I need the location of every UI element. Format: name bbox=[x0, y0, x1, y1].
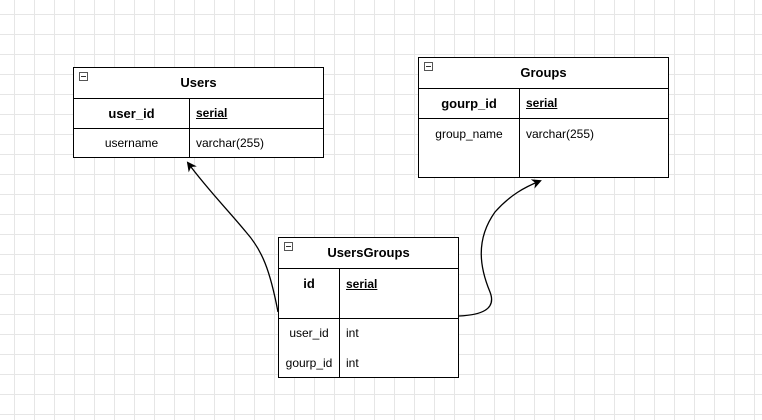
users-table-title: Users bbox=[180, 75, 217, 90]
usersgroups-pk-row[interactable]: id serial bbox=[279, 269, 458, 319]
groups-pk-row[interactable]: gourp_id serial bbox=[419, 89, 668, 119]
usersgroups-pk-name: id bbox=[279, 269, 340, 318]
usersgroups-field-types: int int bbox=[340, 319, 458, 378]
usersgroups-field-names: user_id gourp_id bbox=[279, 319, 340, 378]
users-pk-name: user_id bbox=[74, 99, 190, 128]
users-pk-type: serial bbox=[196, 106, 228, 120]
usersgroups-pk-type: serial bbox=[346, 277, 378, 291]
relation-usersgroups-to-users[interactable] bbox=[186, 161, 279, 313]
usersgroups-field-type-user-id: int bbox=[346, 326, 359, 340]
groups-table[interactable]: Groups gourp_id serial group_name varcha… bbox=[418, 57, 669, 178]
users-field-type: varchar(255) bbox=[196, 136, 265, 150]
usersgroups-table-title: UsersGroups bbox=[327, 245, 410, 260]
groups-field-type: varchar(255) bbox=[526, 127, 595, 141]
groups-table-header[interactable]: Groups bbox=[419, 58, 668, 89]
usersgroups-field-name-gourp-id: gourp_id bbox=[285, 356, 333, 370]
relation-usersgroups-to-groups[interactable] bbox=[458, 179, 542, 317]
groups-field-name: group_name bbox=[419, 119, 520, 178]
groups-pk-name: gourp_id bbox=[419, 89, 520, 118]
groups-pk-type: serial bbox=[526, 96, 558, 110]
groups-table-title: Groups bbox=[520, 65, 567, 80]
collapse-icon[interactable] bbox=[284, 242, 293, 251]
usersgroups-field-name-user-id: user_id bbox=[289, 326, 329, 340]
collapse-icon[interactable] bbox=[424, 62, 433, 71]
users-field-row[interactable]: username varchar(255) bbox=[74, 129, 323, 158]
users-field-name: username bbox=[74, 129, 190, 158]
users-table[interactable]: Users user_id serial username varchar(25… bbox=[73, 67, 324, 158]
collapse-icon[interactable] bbox=[79, 72, 88, 81]
users-table-header[interactable]: Users bbox=[74, 68, 323, 99]
groups-field-row[interactable]: group_name varchar(255) bbox=[419, 119, 668, 178]
usersgroups-table-header[interactable]: UsersGroups bbox=[279, 238, 458, 269]
usersgroups-field-row[interactable]: user_id gourp_id int int bbox=[279, 319, 458, 378]
users-pk-row[interactable]: user_id serial bbox=[74, 99, 323, 129]
usersgroups-field-type-gourp-id: int bbox=[346, 356, 359, 370]
usersgroups-table[interactable]: UsersGroups id serial user_id gourp_id i… bbox=[278, 237, 459, 378]
